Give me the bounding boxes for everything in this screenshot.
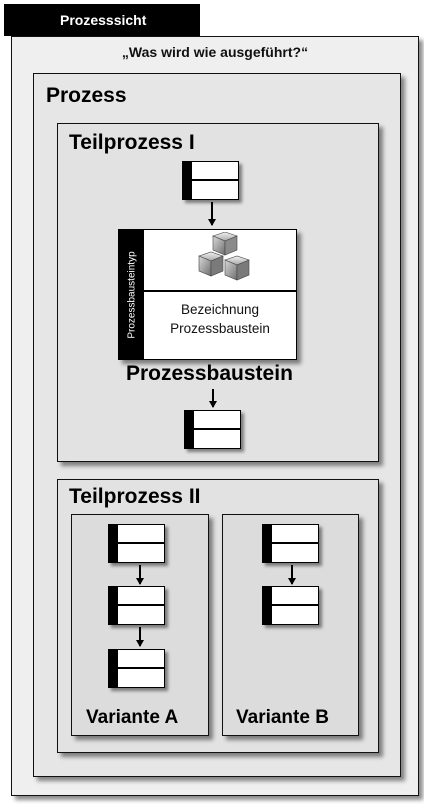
variante-b-title: Variante B [236, 707, 329, 728]
prozessbausteintyp-bar: Prozessbausteintyp [119, 230, 144, 359]
process-step-icon [262, 586, 319, 625]
process-step-icon [108, 586, 165, 625]
process-step-icon [184, 410, 241, 449]
prozesssicht-tab[interactable]: Prozesssicht [4, 4, 200, 36]
prozessbaustein-caption: Prozessbaustein [126, 362, 293, 385]
baustein-divider [144, 290, 296, 292]
prozess-title: Prozess [46, 84, 127, 107]
teilprozess-2-title: Teilprozess II [69, 485, 201, 508]
arrow-down-icon [208, 202, 215, 226]
baustein-name: Bezeichnung Prozessbaustein [144, 300, 296, 338]
process-step-icon [262, 524, 319, 563]
arrow-down-icon [288, 565, 295, 585]
variante-a-title: Variante A [86, 707, 179, 728]
arrow-down-icon [136, 627, 143, 647]
process-step-icon [108, 524, 165, 563]
process-step-icon [182, 161, 239, 200]
baustein-name-line1: Bezeichnung [180, 302, 260, 317]
view-question: „Was wird wie ausgeführt?“ [121, 44, 309, 60]
prozessbausteintyp-label: Prozessbausteintyp [126, 250, 137, 339]
teilprozess-1-title: Teilprozess I [69, 131, 195, 154]
prozessbaustein-box[interactable]: Prozessbausteintyp Bezeichnung Prozessba… [118, 229, 297, 360]
arrow-down-icon [209, 389, 216, 408]
process-step-icon [108, 649, 165, 688]
cubes-icon [198, 232, 250, 281]
baustein-name-line2: Prozessbaustein [170, 321, 270, 336]
arrow-down-icon [136, 565, 143, 585]
